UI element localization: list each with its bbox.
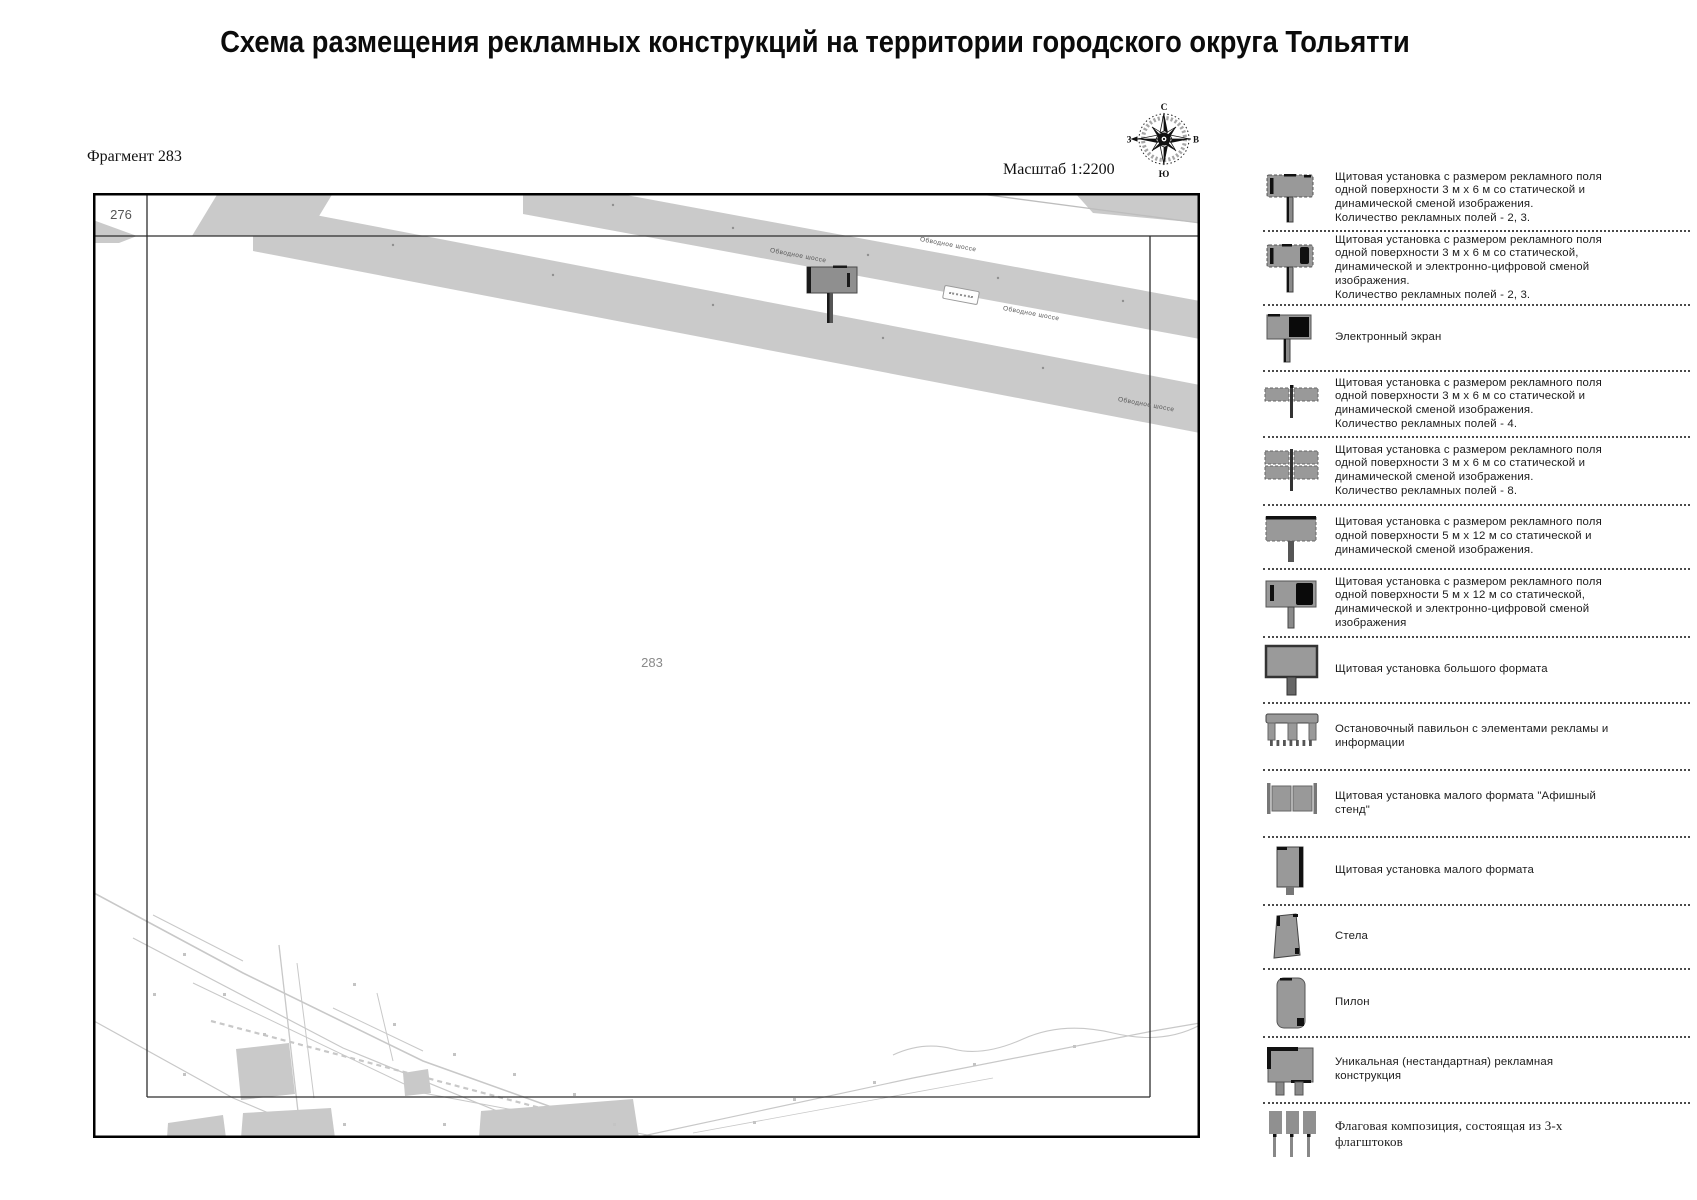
map-canvas	[93, 193, 1200, 1138]
compass-rose-icon: С Ю З В	[1127, 103, 1199, 180]
road-speckles	[391, 203, 1125, 370]
terrain-patches	[167, 1043, 639, 1138]
legend-item: Щитовая установка с размером рекламного …	[1263, 233, 1690, 303]
fragment-boundary-lines	[93, 193, 1200, 1098]
neighbor-fragment-number: 276	[110, 207, 132, 222]
legend-item: Щитовая установка малого формата	[1263, 839, 1690, 903]
legend: Щитовая установка с размером рекламного …	[1263, 167, 1690, 1163]
billboard-3x6-digital-icon	[1263, 242, 1321, 294]
page-title: Схема размещения рекламных конструкций н…	[220, 24, 1410, 59]
legend-item-text: Щитовая установка с размером рекламного …	[1335, 376, 1602, 430]
legend-item-text: Щитовая установка малого формата	[1335, 864, 1535, 877]
legend-separator	[1263, 968, 1690, 970]
legend-item: Уникальная (нестандартная) рекламная кон…	[1263, 1039, 1690, 1101]
legend-item-text: Стела	[1335, 930, 1369, 943]
legend-item-text: Щитовая установка с размером рекламного …	[1335, 233, 1602, 301]
flag-composition-icon	[1263, 1108, 1321, 1160]
legend-item: Щитовая установка с размером рекламного …	[1263, 507, 1690, 567]
compass-cardinal-points	[1137, 112, 1191, 166]
legend-item: Щитовая установка с размером рекламного …	[1263, 571, 1690, 635]
legend-item-text: Электронный экран	[1335, 331, 1442, 344]
unique-construction-icon	[1263, 1044, 1321, 1096]
legend-separator	[1263, 904, 1690, 906]
map-frame	[93, 193, 1200, 1138]
legend-item-text: Уникальная (нестандартная) рекламная кон…	[1335, 1056, 1554, 1082]
legend-separator	[1263, 304, 1690, 306]
compass-south-label: Ю	[1159, 170, 1170, 180]
legend-separator	[1263, 370, 1690, 372]
electronic-screen-icon	[1263, 312, 1321, 364]
terrain-sketch	[93, 892, 1200, 1138]
pylon-icon	[1263, 977, 1321, 1029]
legend-item-text: Щитовая установка с размером рекламного …	[1335, 170, 1602, 224]
fragment-label: Фрагмент 283	[87, 148, 182, 165]
afisha-stand-icon	[1263, 778, 1321, 830]
legend-item-text: Остановочный павильон с элементами рекла…	[1335, 722, 1609, 749]
large-format-billboard-icon	[1263, 644, 1321, 696]
legend-item-text: Щитовая установка малого формата "Афишны…	[1335, 789, 1597, 816]
legend-item: Щитовая установка с размером рекламного …	[1263, 167, 1690, 229]
legend-separator	[1263, 702, 1690, 704]
bus-pavilion-icon	[1263, 711, 1321, 763]
compass-west-label: З	[1127, 135, 1132, 145]
compass-east-label: В	[1193, 135, 1199, 145]
legend-separator	[1263, 568, 1690, 570]
legend-item: Электронный экран	[1263, 307, 1690, 369]
legend-item-text: Щитовая установка с размером рекламного …	[1335, 516, 1602, 556]
compass-north-label: С	[1161, 103, 1168, 113]
legend-item-text: Щитовая установка с размером рекламного …	[1335, 575, 1602, 629]
legend-separator	[1263, 230, 1690, 232]
legend-item: Щитовая установка большого формата	[1263, 639, 1690, 701]
legend-item: Щитовая установка с размером рекламного …	[1263, 373, 1690, 435]
legend-separator	[1263, 636, 1690, 638]
terrain-dots	[153, 953, 1076, 1126]
billboard-marker-icon	[806, 265, 858, 323]
billboard-3x6-static-icon	[1263, 172, 1321, 224]
billboard-3x6-4-fields-icon	[1263, 378, 1321, 430]
billboard-5x12-digital-icon	[1263, 577, 1321, 629]
legend-separator	[1263, 504, 1690, 506]
fragment-number: 283	[641, 655, 663, 670]
legend-item: Флаговая композиция, состоящая из 3-х фл…	[1263, 1105, 1690, 1163]
scale-label: Масштаб 1:2200	[1003, 161, 1115, 178]
legend-item: Остановочный павильон с элементами рекла…	[1263, 705, 1690, 768]
road-bands	[93, 193, 1200, 433]
legend-separator	[1263, 836, 1690, 838]
legend-item: Щитовая установка малого формата "Афишны…	[1263, 772, 1690, 835]
billboard-3x6-8-fields-icon	[1263, 445, 1321, 497]
legend-item: Пилон	[1263, 971, 1690, 1035]
stela-icon	[1263, 911, 1321, 963]
legend-item-text: Флаговая композиция, состоящая из 3-х фл…	[1335, 1118, 1563, 1149]
legend-separator	[1263, 769, 1690, 771]
legend-separator	[1263, 436, 1690, 438]
legend-item-text: Щитовая установка с размером рекламного …	[1335, 443, 1602, 497]
legend-item-text: Пилон	[1335, 996, 1370, 1009]
legend-item: Стела	[1263, 907, 1690, 967]
small-format-billboard-icon	[1263, 845, 1321, 897]
legend-separator	[1263, 1036, 1690, 1038]
legend-item-text: Щитовая установка большого формата	[1335, 663, 1548, 676]
billboard-5x12-static-icon	[1263, 511, 1321, 563]
thin-boundary-line	[972, 193, 1200, 224]
legend-item: Щитовая установка с размером рекламного …	[1263, 439, 1690, 503]
legend-separator	[1263, 1102, 1690, 1104]
